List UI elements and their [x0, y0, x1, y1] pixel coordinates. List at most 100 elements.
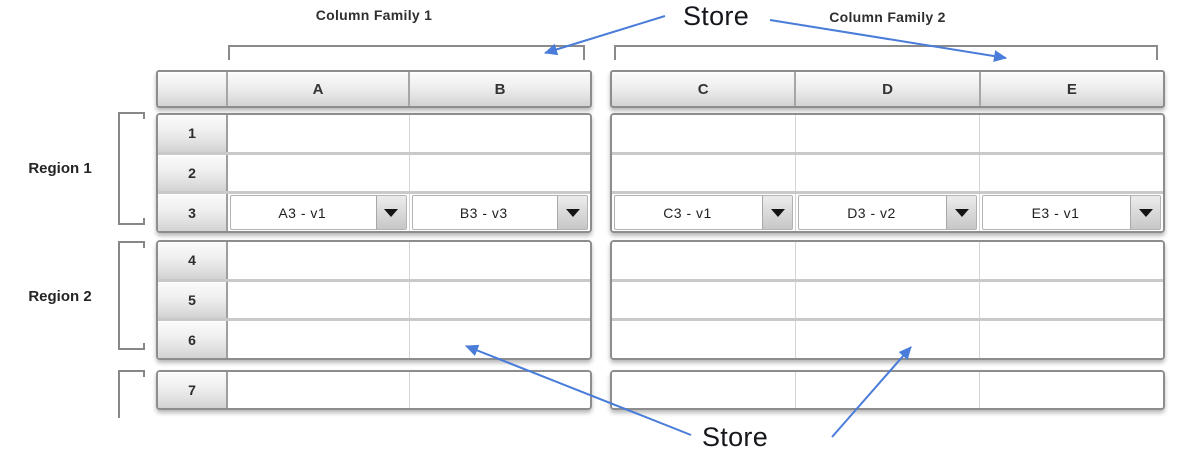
- table-row: C3 - v1 D3 - v2 E3 - v1: [612, 194, 1163, 231]
- dropdown-value: E3 - v1: [1031, 204, 1080, 221]
- table-cell: [409, 154, 590, 192]
- dropdown-button[interactable]: [946, 196, 976, 230]
- row-header: 5: [158, 281, 228, 319]
- table-row: 1: [158, 115, 590, 155]
- table-row: 6: [158, 321, 590, 358]
- table-row: [612, 154, 1163, 195]
- table-cell: [409, 281, 590, 319]
- table-cell: [796, 115, 980, 152]
- table-cell: [980, 115, 1163, 152]
- column-header-a: A: [228, 72, 410, 106]
- table-row: 5: [158, 281, 590, 322]
- row-header: 7: [158, 372, 228, 408]
- table-cell: [980, 281, 1163, 319]
- dropdown-value: D3 - v2: [847, 204, 896, 221]
- chevron-down-icon: [384, 208, 398, 217]
- table-row: 4: [158, 242, 590, 282]
- table-cell: [980, 242, 1163, 279]
- chevron-down-icon: [954, 208, 969, 217]
- table-cell: [409, 372, 590, 408]
- chevron-down-icon: [1138, 208, 1153, 217]
- column-family-1-bracket: [228, 45, 585, 60]
- table-cell: [796, 321, 980, 358]
- table-cell: [796, 281, 980, 319]
- header-row-right: C D E: [610, 70, 1165, 108]
- table-cell: [409, 242, 590, 279]
- row-7-left-block: 7: [156, 370, 592, 410]
- cell-d3-combo[interactable]: D3 - v2: [798, 195, 977, 231]
- dropdown-button[interactable]: [557, 196, 587, 230]
- table-cell: [228, 115, 410, 152]
- cell-a3-combo[interactable]: A3 - v1: [230, 195, 407, 231]
- dropdown-value: C3 - v1: [663, 204, 712, 221]
- table-cell: A3 - v1: [228, 194, 410, 231]
- table-cell: E3 - v1: [980, 194, 1163, 231]
- table-row: [612, 281, 1163, 322]
- table-cell: [980, 321, 1163, 358]
- table-row: 7: [158, 372, 590, 408]
- region-2-label: Region 2: [28, 288, 92, 305]
- store-label-top: Store: [683, 1, 750, 31]
- region-1-right-block: C3 - v1 D3 - v2 E3 - v1: [610, 113, 1165, 233]
- cell-c3-combo[interactable]: C3 - v1: [614, 195, 793, 231]
- region-2-left-block: 4 5 6: [156, 240, 592, 360]
- dropdown-value: A3 - v1: [278, 204, 327, 221]
- table-row: [612, 372, 1163, 408]
- table-cell: [612, 372, 796, 408]
- table-row: 2: [158, 154, 590, 195]
- table-cell: [409, 321, 590, 358]
- dropdown-button[interactable]: [1130, 196, 1160, 230]
- header-corner-cell: [158, 72, 228, 106]
- row-7-right-block: [610, 370, 1165, 410]
- row-header: 4: [158, 242, 228, 279]
- cell-b3-combo[interactable]: B3 - v3: [411, 195, 588, 231]
- chevron-down-icon: [770, 208, 785, 217]
- table-cell: [980, 154, 1163, 192]
- column-header-e: E: [981, 72, 1163, 106]
- table-cell: [228, 281, 410, 319]
- dropdown-button[interactable]: [762, 196, 792, 230]
- column-header-c: C: [612, 72, 797, 106]
- table-row: 3 A3 - v1 B3 - v3: [158, 194, 590, 231]
- table-row: [612, 242, 1163, 282]
- table-cell: [612, 115, 796, 152]
- header-row-left: A B: [156, 70, 592, 108]
- region-2-bracket: [118, 241, 145, 350]
- table-cell: [612, 321, 796, 358]
- region-1-bracket: [118, 112, 145, 225]
- store-label-bottom: Store: [702, 422, 769, 452]
- table-cell: D3 - v2: [796, 194, 980, 231]
- column-header-d: D: [796, 72, 981, 106]
- table-cell: [228, 154, 410, 192]
- table-cell: [796, 154, 980, 192]
- column-family-1-label: Column Family 1: [315, 7, 433, 23]
- table-row: [612, 321, 1163, 358]
- dropdown-button[interactable]: [375, 196, 406, 230]
- table-cell: C3 - v1: [612, 194, 796, 231]
- row-7-bracket: [118, 370, 145, 418]
- table-cell: [796, 242, 980, 279]
- cell-e3-combo[interactable]: E3 - v1: [982, 195, 1161, 231]
- region-2-right-block: [610, 240, 1165, 360]
- chevron-down-icon: [565, 208, 580, 217]
- dropdown-value: B3 - v3: [459, 204, 508, 221]
- table-cell: [980, 372, 1163, 408]
- table-cell: [796, 372, 980, 408]
- table-cell: B3 - v3: [409, 194, 590, 231]
- region-1-left-block: 1 2 3 A3 - v1 B3 - v3: [156, 113, 592, 233]
- table-cell: [612, 154, 796, 192]
- table-cell: [409, 115, 590, 152]
- table-cell: [228, 321, 410, 358]
- row-header: 3: [158, 194, 228, 231]
- table-cell: [612, 242, 796, 279]
- column-family-2-bracket: [614, 45, 1158, 60]
- column-header-b: B: [410, 72, 590, 106]
- row-header: 1: [158, 115, 228, 152]
- table-row: [612, 115, 1163, 155]
- table-cell: [612, 281, 796, 319]
- row-header: 2: [158, 154, 228, 192]
- region-1-label: Region 1: [28, 160, 92, 177]
- table-cell: [228, 372, 410, 408]
- row-header: 6: [158, 321, 228, 358]
